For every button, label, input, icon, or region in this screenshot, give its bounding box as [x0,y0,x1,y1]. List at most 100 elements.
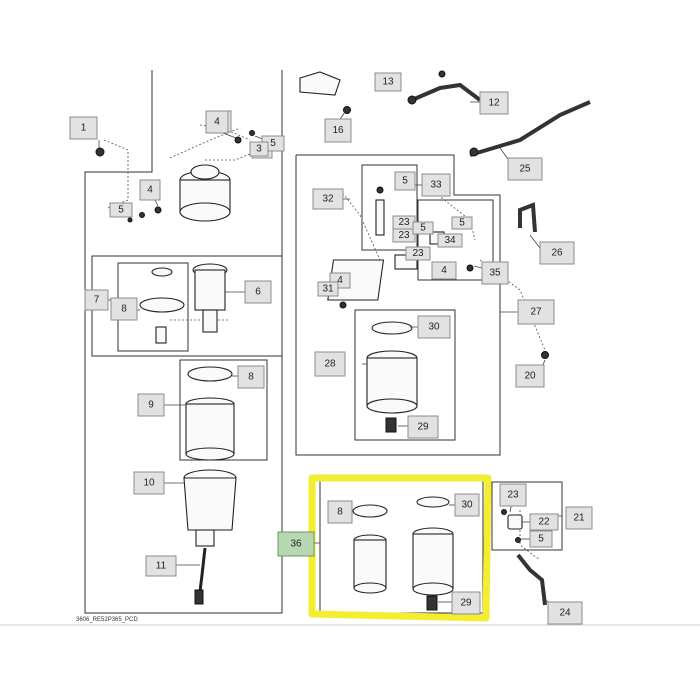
callout-number: 30 [428,322,440,333]
callout-box [481,261,509,285]
callout-number: 8 [248,372,254,383]
fuel-lines-top [299,71,591,157]
callout-box [324,118,352,143]
callout-c21: 21 [565,506,593,530]
callout-box [145,555,177,577]
callout-box [547,601,583,625]
callout-c27: 27 [517,299,555,325]
callout-number: 22 [538,517,550,528]
callout-c1: 1 [69,116,98,140]
callout-c5b: 5 [109,202,133,218]
callout-number: 30 [461,500,473,511]
callout-box [565,506,593,530]
callout-c6: 6 [244,280,272,304]
callout-c22: 22 [529,513,559,531]
callout-c28: 28 [314,351,346,377]
callout-number: 23 [398,230,410,241]
callout-number: 11 [156,561,167,572]
callout-number: 5 [459,218,465,229]
callout-c8c: 8 [327,500,353,524]
callout-c4b: 4 [139,179,161,201]
callout-box [529,530,553,548]
callout-c8a: 8 [110,297,138,321]
callout-number: 34 [444,235,456,246]
callout-box [421,173,451,197]
callout-box [499,483,527,507]
callout-number: 8 [121,304,127,315]
callout-box [317,281,339,297]
callout-number: 9 [148,400,154,411]
callout-number: 6 [255,287,261,298]
yellow-highlight [308,474,492,622]
callout-number: 23 [412,248,424,259]
callout-number: 27 [530,307,542,318]
callout-box [437,233,463,248]
hose-assembly-parts [501,509,547,606]
callout-number: 7 [94,295,100,306]
callout-number: 10 [143,478,155,489]
callout-number: 33 [430,180,442,191]
callout-box [451,216,473,230]
callout-number: 1 [81,123,87,134]
callout-c24: 24 [547,601,583,625]
callout-number: 5 [270,138,276,149]
callout-box [529,513,559,531]
callout-number: 28 [324,359,336,370]
callout-c11: 11 [145,555,177,577]
callout-box [69,116,98,140]
callout-c32: 32 [312,188,344,210]
small-bolt-parts [95,70,549,359]
callout-c5e: 5 [412,221,434,235]
callout-box [431,261,457,280]
callout-box [109,202,133,218]
callout-box [249,141,269,157]
callout-number: 32 [322,194,334,205]
callout-c3b: 3 [249,141,269,157]
callout-number: 4 [214,117,220,128]
callout-box [314,351,346,377]
filter-header-assembly [179,164,231,222]
water-separator-element [139,263,228,344]
callout-number: 24 [559,608,571,619]
callout-box [277,531,315,557]
callout-c29b: 29 [451,591,481,615]
callout-number: 29 [460,598,472,609]
callout-number: 13 [382,77,394,88]
filter-kit-frame [308,474,492,622]
callout-box [405,246,431,261]
callout-box [392,228,416,243]
primary-filter-element [185,366,235,461]
callout-c10: 10 [133,471,165,495]
callout-number: 29 [417,422,429,433]
callout-number: 35 [489,268,501,279]
callout-c31: 31 [317,281,339,297]
callout-c4d: 4 [431,261,457,280]
callout-number: 5 [538,534,544,545]
callout-c5c: 5 [394,171,416,191]
callout-c30a: 30 [417,315,451,339]
callout-number: 36 [290,539,302,550]
callout-c30b: 30 [454,493,480,517]
drawing-code: 3606_RE52P365_PCD [76,617,138,623]
callout-box [84,289,109,311]
callout-box [327,500,353,524]
callout-c7: 7 [84,289,109,311]
callout-number: 16 [332,125,344,136]
callout-number: 21 [573,513,585,524]
callout-c23a: 23 [392,215,416,230]
leader-lines [98,101,562,606]
fuel-line-26 [518,202,537,233]
callout-c26: 26 [539,241,575,265]
callout-number: 5 [402,176,408,187]
callout-number: 4 [147,185,153,196]
callout-box [417,315,451,339]
callout-box [515,364,545,388]
callout-box [110,297,138,321]
callout-box [454,493,480,517]
callout-c12: 12 [479,91,509,115]
callout-box [479,91,509,115]
callout-c16: 16 [324,118,352,143]
callout-box [205,110,229,134]
callout-number: 26 [551,248,563,259]
